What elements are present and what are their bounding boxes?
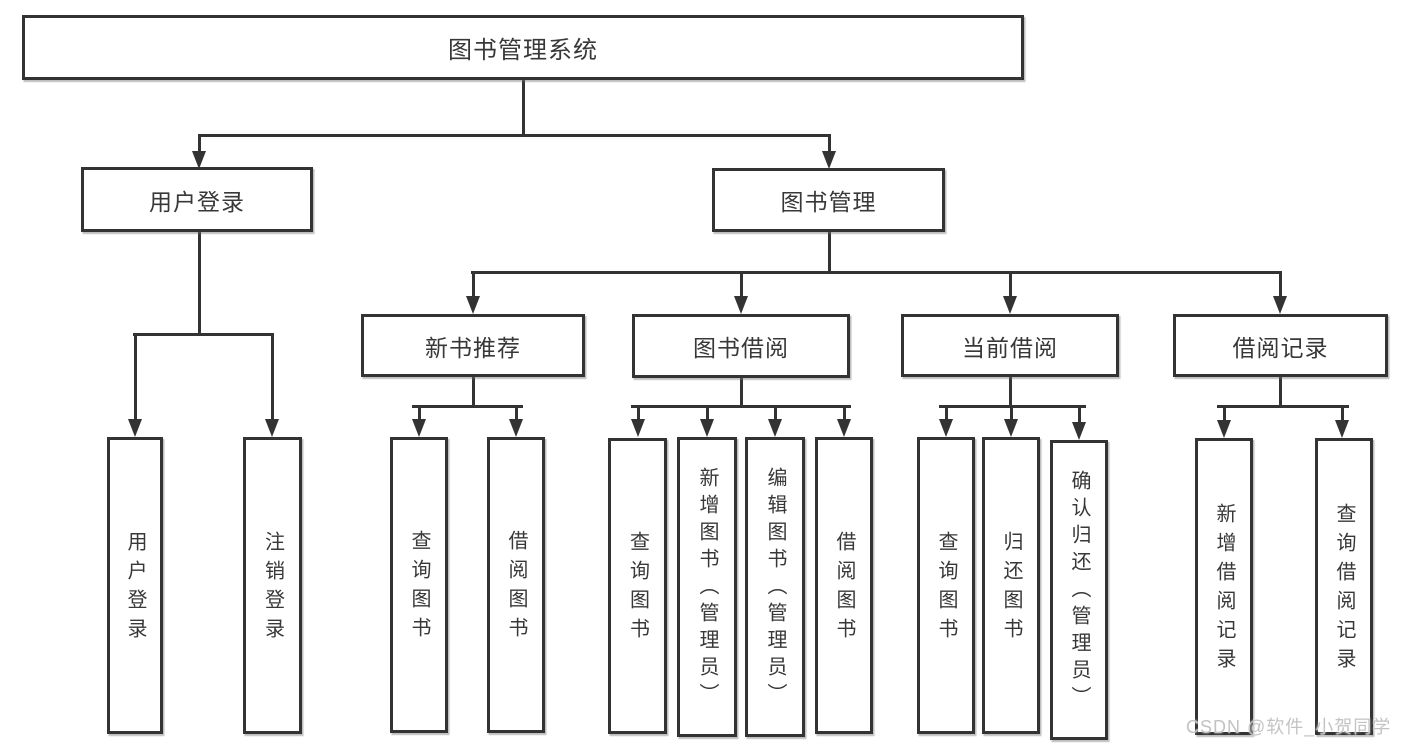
arrow-bb-add	[700, 419, 714, 437]
node-bb-edit-book: 编辑图书（管理员）	[745, 437, 805, 737]
connector-root-stem	[522, 80, 525, 137]
node-bb-add-book: 新增图书（管理员）	[677, 437, 737, 737]
connector-bb-stem	[740, 377, 743, 407]
arrow-book-mgmt	[822, 151, 836, 169]
arrow-br-query	[1335, 420, 1349, 438]
connector-nbr-stem	[472, 377, 475, 407]
connector-nbr-bar	[412, 405, 523, 408]
connector-drop-book-borrow	[740, 271, 743, 298]
connector-drop-bb-borrow	[843, 405, 846, 421]
connector-user-login-bar	[133, 333, 274, 336]
node-br-add-record: 新增借阅记录	[1195, 438, 1253, 735]
connector-drop-nbr-borrow	[515, 405, 518, 421]
connector-cb-stem	[1009, 377, 1012, 407]
connector-br-bar	[1217, 405, 1349, 408]
arrow-bb-edit	[768, 419, 782, 437]
connector-drop-br-add	[1223, 405, 1226, 422]
arrow-br-add	[1217, 420, 1231, 438]
node-bb-query-book: 查询图书	[608, 438, 667, 734]
arrow-nbr-query	[412, 419, 426, 437]
connector-drop-bb-add	[706, 405, 709, 421]
node-cb-query-book: 查询图书	[917, 437, 975, 734]
csdn-watermark: CSDN @软件_小贺同学	[1186, 717, 1392, 737]
arrow-nbr-borrow	[509, 419, 523, 437]
connector-drop-borrow-record	[1279, 271, 1282, 298]
connector-user-login-stem	[198, 232, 201, 335]
node-current-borrow: 当前借阅	[901, 314, 1119, 377]
connector-drop-user-login	[198, 134, 201, 153]
node-nbr-borrow-book: 借阅图书	[487, 437, 545, 733]
node-login: 用户登录	[107, 437, 163, 734]
connector-br-stem	[1279, 377, 1282, 407]
connector-drop-nbr-query	[418, 405, 421, 421]
connector-drop-bb-edit	[774, 405, 777, 421]
connector-drop-logout	[271, 333, 274, 421]
connector-book-mgmt-stem	[828, 232, 831, 273]
arrow-book-borrow	[734, 296, 748, 314]
arrow-new-book-rec	[466, 296, 480, 314]
node-root-library-system: 图书管理系统	[22, 15, 1024, 80]
connector-level2-bar	[471, 271, 1282, 274]
node-cb-return-book: 归还图书	[982, 437, 1040, 734]
arrow-bb-borrow	[837, 419, 851, 437]
node-cb-confirm-return: 确认归还（管理员）	[1050, 440, 1108, 740]
connector-drop-current-borrow	[1009, 271, 1012, 298]
connector-bb-bar	[631, 405, 851, 408]
connector-drop-book-mgmt	[828, 134, 831, 153]
node-new-book-rec: 新书推荐	[361, 314, 585, 377]
node-book-mgmt: 图书管理	[712, 168, 945, 232]
arrow-login	[128, 419, 142, 437]
node-user-login: 用户登录	[81, 167, 313, 232]
arrow-user-login	[192, 151, 206, 169]
arrow-bb-query	[631, 419, 645, 437]
node-book-borrow: 图书借阅	[632, 314, 850, 378]
connector-level1-bar	[198, 134, 831, 137]
arrow-cb-return	[1004, 419, 1018, 437]
arrow-current-borrow	[1003, 296, 1017, 314]
connector-drop-bb-query	[637, 405, 640, 421]
node-br-query-record: 查询借阅记录	[1315, 438, 1373, 735]
arrow-borrow-record	[1273, 296, 1287, 314]
arrow-cb-confirm	[1072, 422, 1086, 440]
node-logout: 注销登录	[243, 437, 302, 734]
connector-drop-cb-return	[1010, 405, 1013, 421]
connector-drop-login	[134, 333, 137, 421]
connector-drop-cb-confirm	[1078, 405, 1081, 424]
node-borrow-record: 借阅记录	[1173, 314, 1388, 377]
node-bb-borrow-book: 借阅图书	[815, 437, 873, 734]
arrow-cb-query	[939, 419, 953, 437]
arrow-logout	[265, 419, 279, 437]
connector-drop-br-query	[1341, 405, 1344, 422]
node-nbr-query-book: 查询图书	[390, 437, 448, 733]
connector-drop-cb-query	[945, 405, 948, 421]
connector-drop-new-book-rec	[472, 271, 475, 298]
